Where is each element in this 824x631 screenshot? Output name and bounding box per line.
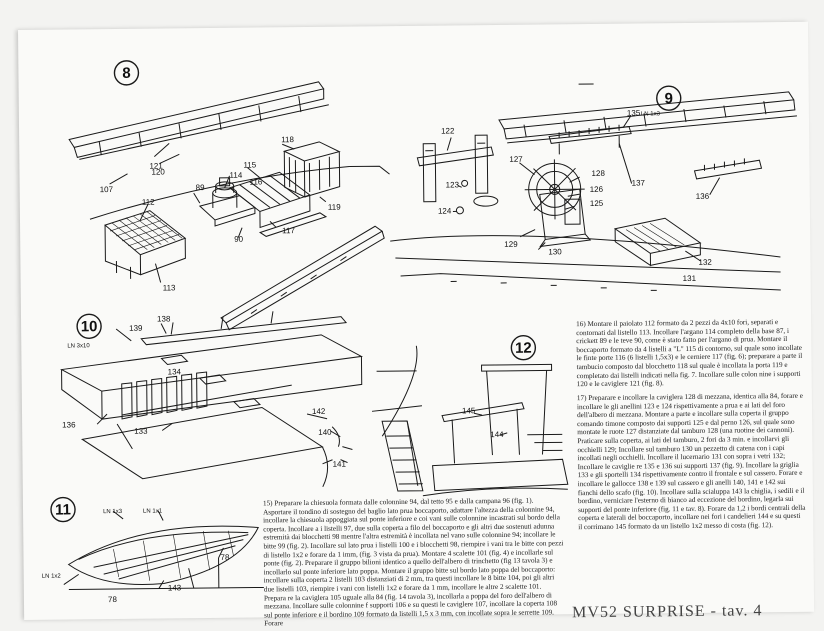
part-label: 131 <box>683 274 697 283</box>
part-label: 90 <box>234 235 244 244</box>
part-label: 117 <box>282 226 295 235</box>
step-8-circle <box>113 60 140 86</box>
part-label: 137 <box>632 178 646 187</box>
part-label: 134 <box>168 367 182 376</box>
instruction-sheet: 8 9 10 11 12 107 121 120 118 115 114 116… <box>18 21 815 628</box>
sheet-title-footer: MV52 SURPRISE - tav. 4 <box>572 602 763 622</box>
part-label: 78 <box>108 595 118 604</box>
part-label: 116 <box>250 177 263 186</box>
part-label: 125 <box>590 199 604 208</box>
part-label: 122 <box>441 126 455 135</box>
step-11-circle <box>50 496 76 523</box>
part-label: 138 <box>157 314 171 323</box>
part-label: 119 <box>328 203 341 212</box>
instruction-paragraph-15: 15) Preparare la chiesuola formata dalle… <box>262 496 564 628</box>
part-label: 89 <box>196 183 206 192</box>
part-label: 143 <box>168 583 182 592</box>
part-label: 127 <box>509 155 523 164</box>
part-label: 114 <box>229 171 242 180</box>
part-label: LN 1x3 <box>103 509 123 515</box>
step-9-circle <box>656 85 682 111</box>
part-label: 144 <box>490 430 504 439</box>
part-label: 128 <box>591 169 605 178</box>
part-label: 112 <box>142 198 155 207</box>
part-label: 123 <box>446 180 460 189</box>
part-label: 129 <box>504 240 518 249</box>
part-label: 130 <box>548 247 562 256</box>
assembly-drawings: 8 9 10 11 12 107 121 120 118 115 114 116… <box>42 60 797 604</box>
part-label: 139 <box>129 324 143 333</box>
part-label: LN 1x3 <box>641 111 661 117</box>
part-label: 121 <box>149 161 163 170</box>
part-label: 136 <box>62 420 76 429</box>
step-12-circle <box>510 335 537 361</box>
part-label: 126 <box>590 185 604 194</box>
part-label: 141 <box>333 460 347 469</box>
step-9-number: 9 <box>664 90 673 107</box>
part-label: 115 <box>243 161 256 170</box>
part-label: LN 1x2 <box>42 574 62 580</box>
part-label: LN 3x10 <box>67 343 90 349</box>
part-label: 124 <box>438 206 452 215</box>
part-label: 113 <box>163 283 176 292</box>
part-label: 142 <box>312 407 326 416</box>
part-label: 145 <box>462 406 476 415</box>
part-label: 133 <box>134 427 148 436</box>
step-8-number: 8 <box>122 65 131 82</box>
step-11-number: 11 <box>55 501 71 518</box>
step-10-circle <box>76 313 102 339</box>
part-label: 107 <box>100 185 114 194</box>
instruction-paragraph-16: 16) Montare il paiolato 112 formato da 2… <box>576 318 803 389</box>
part-label: 118 <box>281 135 294 144</box>
part-label: 136 <box>696 192 710 201</box>
instruction-paragraph-17: 17) Preparare e incollare la caviglera 1… <box>576 391 806 532</box>
part-label: LN 1x1 <box>143 509 163 515</box>
step-12-number: 12 <box>515 340 532 357</box>
part-label: 78 <box>220 553 230 562</box>
part-label: 132 <box>698 258 712 267</box>
part-label: 140 <box>318 428 332 437</box>
part-label: 120 <box>151 167 165 176</box>
part-label: 135 <box>627 108 641 117</box>
step-10-number: 10 <box>81 318 98 335</box>
